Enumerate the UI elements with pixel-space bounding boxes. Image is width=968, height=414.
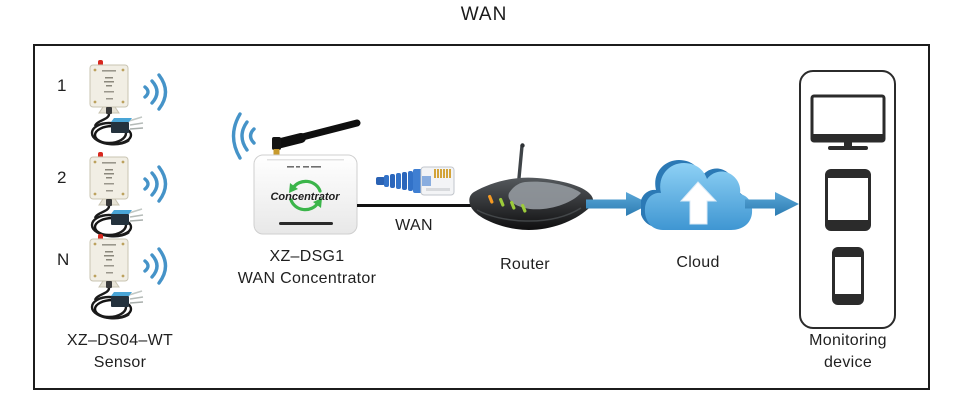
sensor-device-icon [89, 234, 144, 320]
sensor-row-1: 1 [53, 60, 203, 155]
concentrator-device-text: Concentrator [270, 191, 340, 203]
cloud-icon [641, 160, 753, 230]
right-arrow-icon [586, 192, 650, 216]
sensor-device-icon [89, 60, 144, 146]
concentrator-device-icon: Concentrator [231, 112, 361, 235]
sensor-device-icon [89, 152, 144, 238]
router-caption: Router [500, 256, 550, 273]
concentrator-caption: XZ–DSG1 WAN Concentrator [227, 246, 387, 290]
wifi-waves-icon [143, 247, 168, 285]
wifi-waves-icon [143, 73, 168, 111]
monitor-icon [810, 94, 885, 151]
monitoring-caption-line1: Monitoring [809, 332, 887, 349]
wifi-waves-icon [231, 112, 256, 160]
cloud-caption: Cloud [676, 254, 720, 271]
sensor-number: 1 [57, 76, 67, 95]
sensor-number: N [57, 250, 70, 269]
up-arrow-icon [679, 181, 718, 225]
diagram-title: WAN [460, 4, 508, 25]
wifi-waves-icon [143, 165, 168, 203]
sensor-number: 2 [57, 168, 67, 187]
sensor-caption: XZ–DS04–WT Sensor [40, 330, 200, 374]
sensor-caption-line1: XZ–DS04–WT [66, 332, 174, 349]
ethernet-plug-icon [376, 166, 455, 196]
concentrator-caption-line1: XZ–DSG1 [269, 248, 345, 265]
sensor-row-2: 2 [53, 152, 203, 247]
sensor-caption-line2: Sensor [93, 354, 147, 371]
router-icon [469, 143, 594, 230]
concentrator-logo-icon [289, 179, 322, 212]
phone-icon [831, 246, 864, 305]
monitoring-caption: Monitoring device [788, 330, 908, 374]
right-arrow-icon [745, 192, 799, 216]
sensor-row-n: N [53, 234, 203, 329]
antenna-icon [272, 119, 361, 156]
wan-link-label: WAN [395, 217, 433, 234]
monitoring-caption-line2: device [823, 354, 873, 371]
concentrator-caption-line2: WAN Concentrator [237, 270, 377, 287]
diagram-frame: 1 2 [33, 44, 930, 390]
tablet-icon [824, 168, 871, 231]
wan-cable [357, 204, 471, 207]
monitoring-device-panel [799, 70, 896, 329]
